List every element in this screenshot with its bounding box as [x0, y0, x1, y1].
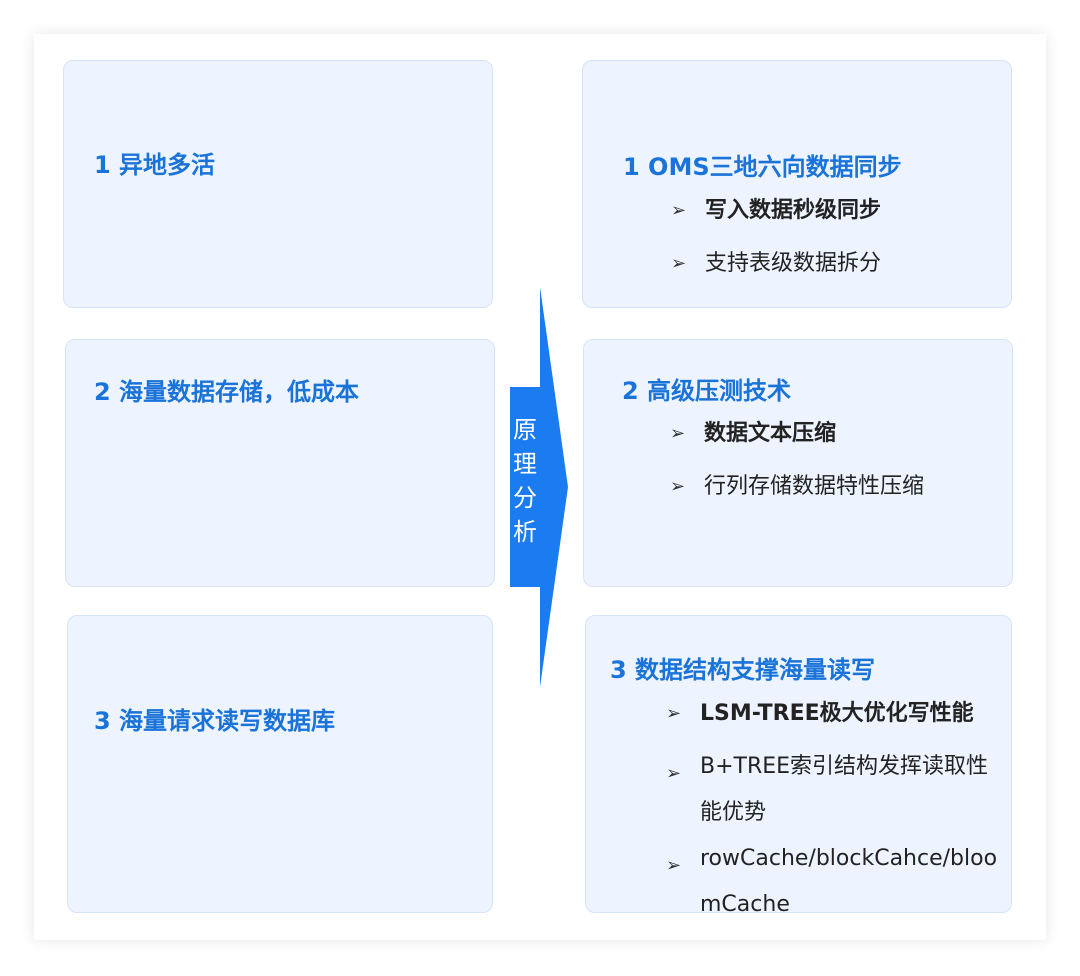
left-panel-3: 3 海量请求读写数据库	[67, 615, 493, 913]
right-panel-1-title: 1 OMS三地六向数据同步	[623, 153, 902, 181]
list-item: ➢ B+TREE索引结构发挥读取性能优势	[666, 744, 1000, 836]
right-panel-1-bullets: ➢ 写入数据秒级同步 ➢ 支持表级数据拆分	[671, 195, 1001, 301]
arrow-head-icon: ➢	[671, 253, 687, 274]
diagram-canvas: 1 异地多活 2 海量数据存储，低成本 3 海量请求读写数据库 原 理 分 析 …	[34, 34, 1046, 940]
arrow-char: 理	[513, 450, 537, 478]
arrow-head-icon: ➢	[666, 855, 682, 876]
right-panel-3-bullets: ➢ LSM-TREE极大优化写性能 ➢ B+TREE索引结构发挥读取性能优势 ➢…	[666, 698, 997, 928]
bullet-text: rowCache/blockCahce/bloomCache	[700, 846, 998, 917]
right-panel-2: 2 高级压测技术 ➢ 数据文本压缩 ➢ 行列存储数据特性压缩	[583, 339, 1013, 587]
right-arrow-icon	[510, 287, 568, 687]
bullet-text: B+TREE索引结构发挥读取性能优势	[700, 754, 989, 825]
list-item: ➢ LSM-TREE极大优化写性能	[666, 698, 996, 730]
arrow-char: 析	[513, 518, 537, 546]
left-panel-1-title: 1 异地多活	[94, 151, 216, 179]
arrow-head-icon: ➢	[670, 476, 686, 497]
bullet-text: 支持表级数据拆分	[705, 251, 882, 276]
list-item: ➢ 写入数据秒级同步	[671, 195, 1001, 227]
bullet-text: 行列存储数据特性压缩	[704, 474, 925, 499]
arrow-head-icon: ➢	[671, 200, 687, 221]
arrow-head-icon: ➢	[670, 423, 686, 444]
right-panel-1: 1 OMS三地六向数据同步 ➢ 写入数据秒级同步 ➢ 支持表级数据拆分	[582, 60, 1012, 308]
list-item: ➢ 行列存储数据特性压缩	[670, 471, 1000, 503]
list-item: ➢ rowCache/blockCahce/bloomCache	[666, 836, 1000, 928]
list-item: ➢ 数据文本压缩	[670, 418, 1000, 450]
analysis-arrow: 原 理 分 析	[510, 287, 570, 687]
left-panel-1: 1 异地多活	[63, 60, 493, 308]
arrow-char: 原	[513, 416, 537, 444]
right-panel-3: 3 数据结构支撑海量读写 ➢ LSM-TREE极大优化写性能 ➢ B+TREE索…	[585, 615, 1012, 917]
list-item: ➢ 支持表级数据拆分	[671, 248, 1001, 280]
arrow-label: 原 理 分 析	[510, 413, 540, 549]
arrow-head-icon: ➢	[666, 763, 682, 784]
left-panel-2-title: 2 海量数据存储，低成本	[94, 378, 360, 406]
right-panel-3-title: 3 数据结构支撑海量读写	[610, 656, 876, 684]
arrow-head-icon: ➢	[666, 703, 682, 724]
bullet-text: 数据文本压缩	[704, 421, 837, 446]
right-panel-2-bullets: ➢ 数据文本压缩 ➢ 行列存储数据特性压缩	[670, 418, 1000, 524]
right-panel-2-title: 2 高级压测技术	[622, 377, 792, 405]
bullet-text: 写入数据秒级同步	[705, 198, 882, 223]
arrow-char: 分	[513, 484, 537, 512]
left-panel-3-title: 3 海量请求读写数据库	[94, 707, 336, 735]
left-panel-2: 2 海量数据存储，低成本	[65, 339, 495, 587]
bullet-text: LSM-TREE极大优化写性能	[700, 701, 974, 726]
